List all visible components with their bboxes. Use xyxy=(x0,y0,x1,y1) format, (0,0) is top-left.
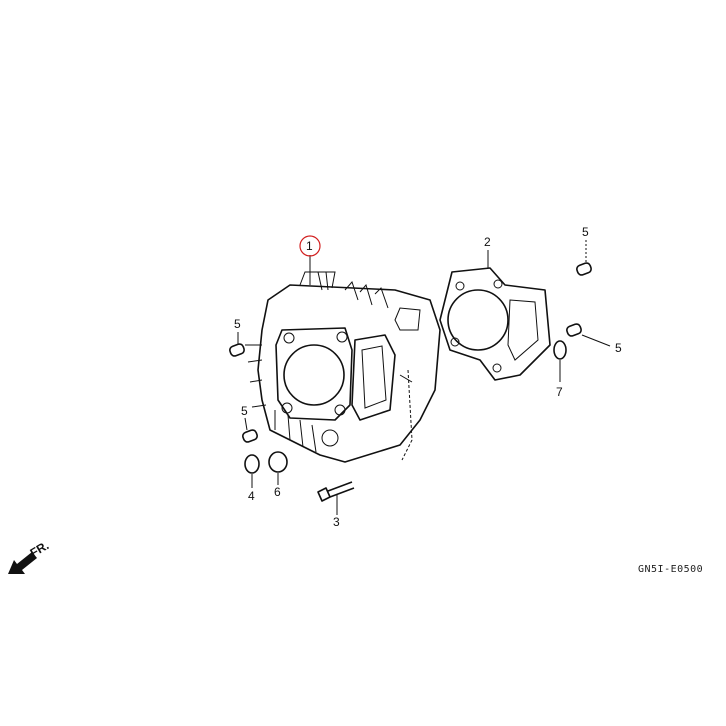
bolt-part[interactable] xyxy=(317,481,355,502)
callout-5b[interactable]: 5 xyxy=(241,404,248,418)
diagram-code: GN5I-E0500 xyxy=(638,564,703,575)
front-direction-arrow-icon xyxy=(8,552,37,574)
callout-1-highlight-ring xyxy=(299,235,321,257)
o-ring-7-part[interactable] xyxy=(553,340,567,360)
callout-5d[interactable]: 5 xyxy=(615,341,622,355)
callout-5c[interactable]: 5 xyxy=(582,225,589,239)
o-ring-part[interactable] xyxy=(268,451,288,473)
cylinder-part[interactable] xyxy=(245,271,441,463)
callout-3[interactable]: 3 xyxy=(333,515,340,529)
washer-part[interactable] xyxy=(244,454,260,474)
dowel-pin-part[interactable] xyxy=(229,262,593,443)
callout-4[interactable]: 4 xyxy=(248,489,255,503)
callout-6[interactable]: 6 xyxy=(274,485,281,499)
callout-2[interactable]: 2 xyxy=(484,235,491,249)
callout-1[interactable]: 1 xyxy=(306,239,313,253)
leader-lines xyxy=(237,240,611,515)
cylinder-gasket-part[interactable] xyxy=(439,267,551,381)
callout-7[interactable]: 7 xyxy=(556,385,563,399)
callout-5a[interactable]: 5 xyxy=(234,317,241,331)
